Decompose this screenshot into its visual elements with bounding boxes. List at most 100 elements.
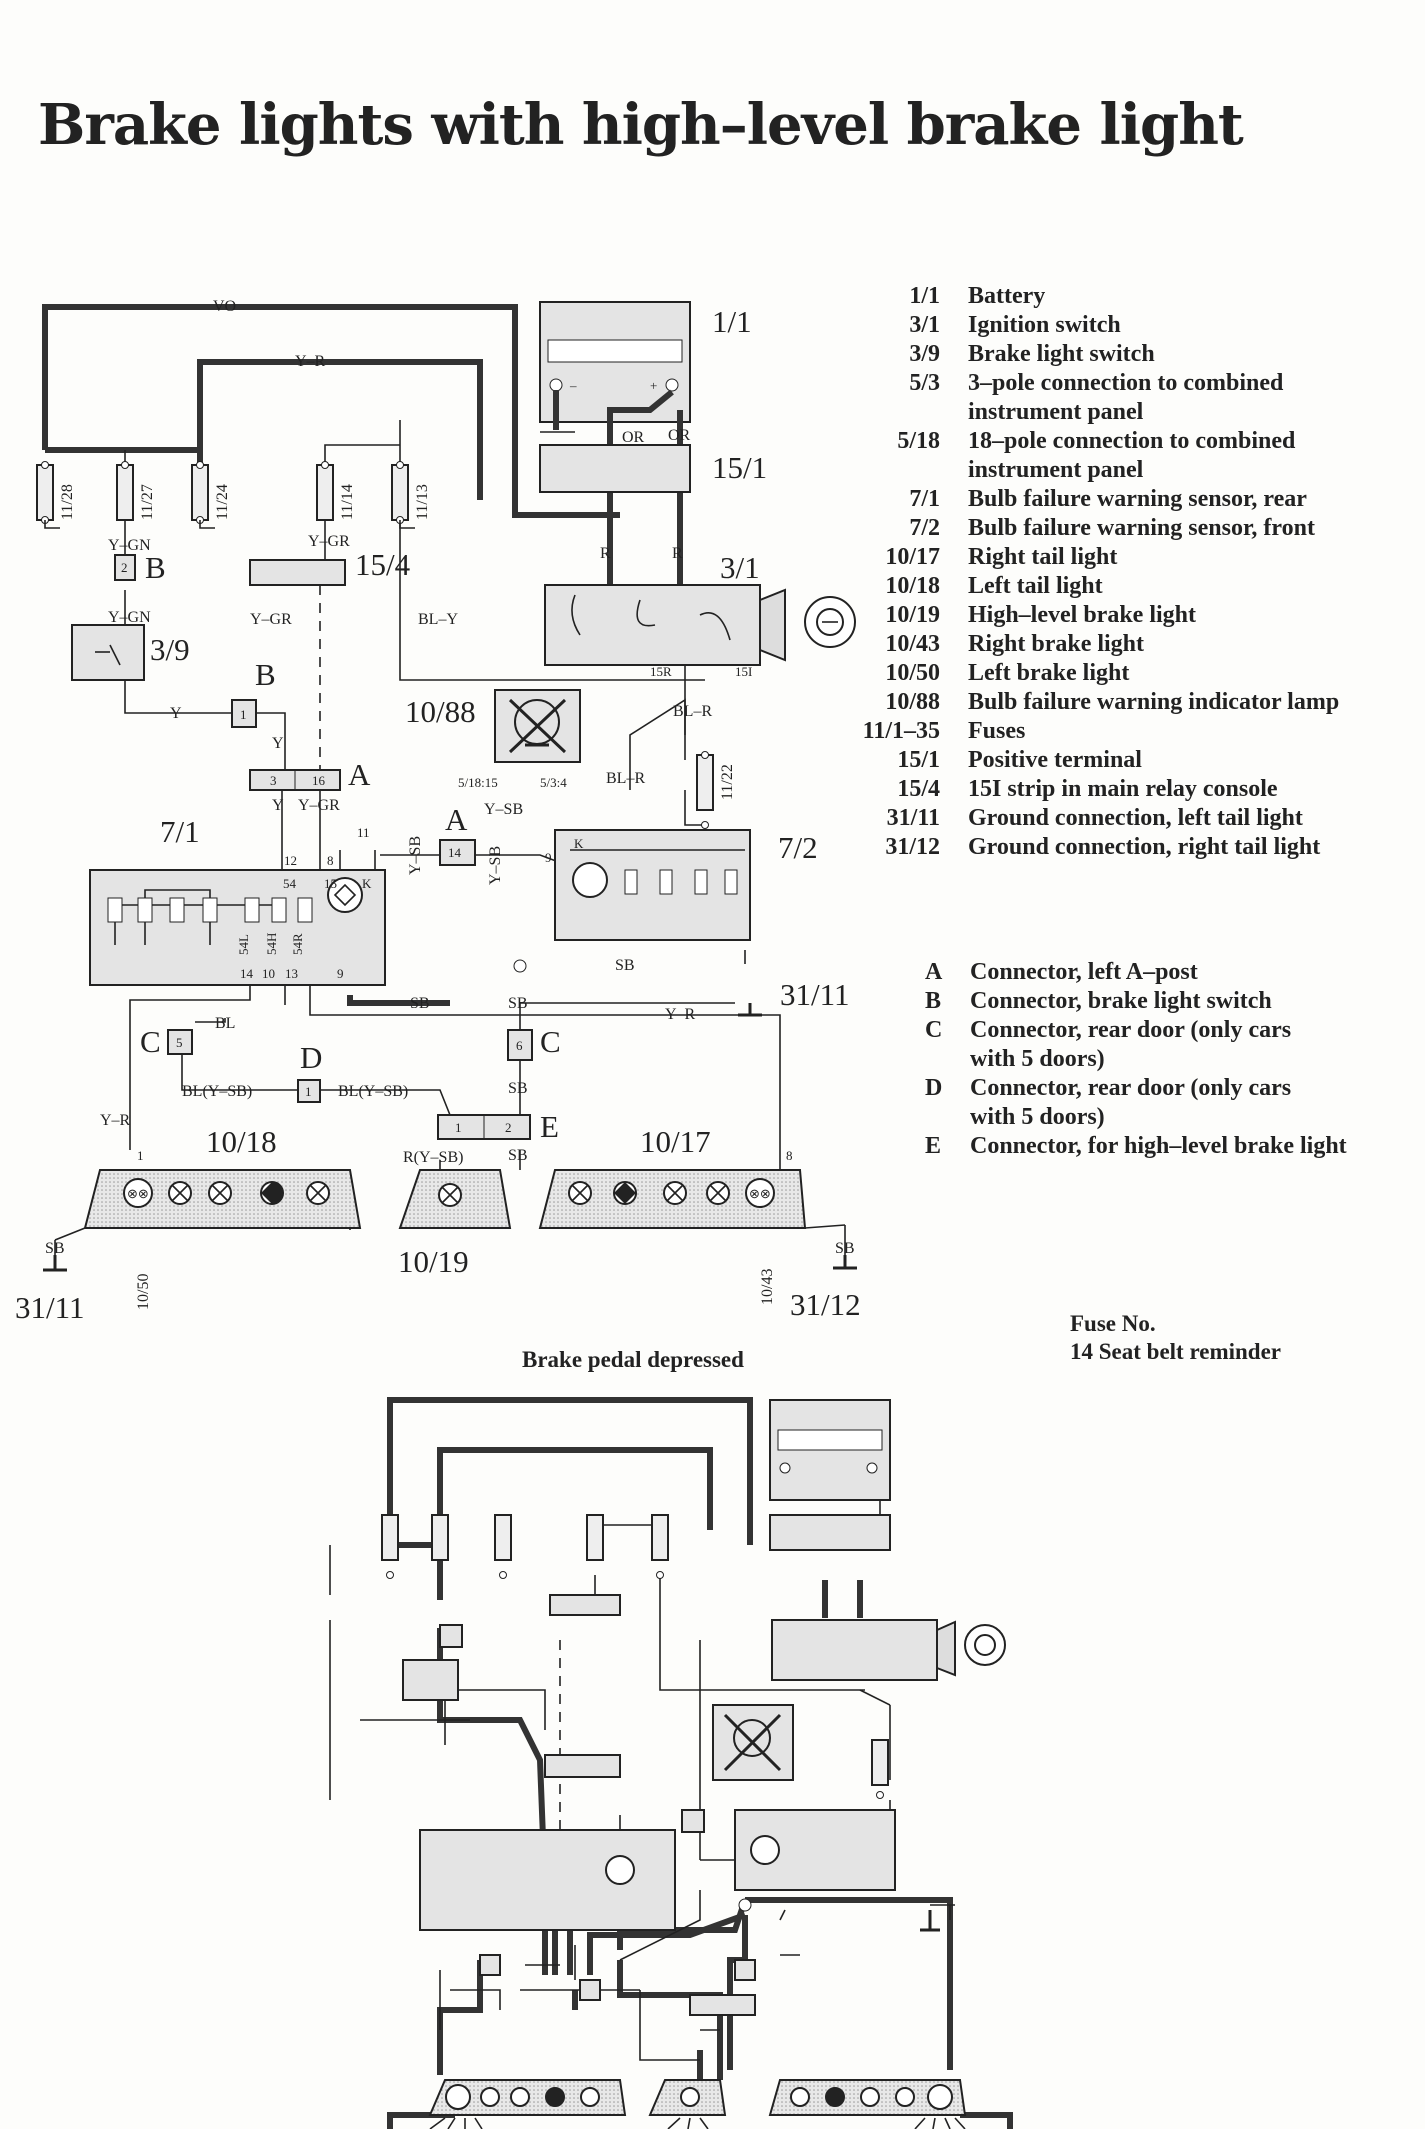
wire-sb-1: SB <box>410 995 430 1012</box>
connector-a-main: 3 16 A <box>249 757 371 792</box>
wire-y-gn-1: Y–GN <box>108 537 151 554</box>
component-code: 15/1 <box>897 747 940 773</box>
label-31-12: 31/12 <box>790 1287 861 1322</box>
connector-b-pin-1: 1 B <box>231 657 276 728</box>
ground-31-11-top: 31/11 <box>513 959 849 1017</box>
battery-plus: + <box>650 378 657 393</box>
label-a-2: A <box>445 802 468 837</box>
pin-8: 8 <box>327 853 334 868</box>
component-code: 1/1 <box>909 283 940 309</box>
wire-y-gr-3: Y–GR <box>298 797 340 814</box>
component-desc: 18–pole connection to combined <box>968 428 1296 454</box>
fuse-note-line-1: Fuse No. <box>1070 1311 1156 1336</box>
ignition-switch: 3/1 15R 15I <box>544 550 856 679</box>
ground-31-11-bottom: SB 31/11 10/50 <box>15 1227 152 1325</box>
connector-d: 1 D <box>297 1040 322 1103</box>
label-1-1: 1/1 <box>712 304 752 339</box>
fuse-11-28: 11/28 <box>36 461 76 529</box>
component-row: 10/19 High–level brake light <box>830 601 1410 630</box>
component-desc: Ignition switch <box>968 312 1121 338</box>
component-row: 15/1 Positive terminal <box>830 746 1410 775</box>
component-desc: Positive terminal <box>968 747 1142 773</box>
pin-54l: 54L <box>236 934 251 955</box>
relay-strip-15-4: 15/4 <box>249 547 411 586</box>
pin-a14: 14 <box>448 845 462 860</box>
wire-r-ysb: R(Y–SB) <box>403 1149 463 1166</box>
lower-diagram <box>329 1397 1013 2129</box>
label-7-1: 7/1 <box>160 814 200 849</box>
bulb-failure-sensor-rear: 7/1 12 8 11 54 15 K 54L 54H 54R 14 10 13… <box>89 814 386 986</box>
wire-bl: BL <box>215 1015 235 1032</box>
component-code: 10/19 <box>885 602 940 628</box>
warning-lamp: 10/88 5/18:15 5/3:4 <box>405 689 581 790</box>
component-desc: Left brake light <box>968 660 1130 686</box>
page-title: Brake lights with high–level brake light <box>38 92 1244 158</box>
component-code: 11/1–35 <box>862 718 940 744</box>
component-desc: Fuses <box>968 718 1026 744</box>
component-row: 5/18 18–pole connection to combined <box>830 427 1410 456</box>
component-code: 10/88 <box>885 689 940 715</box>
connector-desc: Connector, left A–post <box>970 959 1198 985</box>
component-code: 3/9 <box>909 341 940 367</box>
connector-a-14: 14 A <box>439 802 476 866</box>
lower-diagram-caption: Brake pedal depressed <box>522 1347 744 1372</box>
pin-54r: 54R <box>290 933 305 955</box>
pin-54: 54 <box>283 876 297 891</box>
component-row: 10/88 Bulb failure warning indicator lamp <box>830 688 1410 717</box>
component-desc-continued: instrument panel <box>968 399 1144 425</box>
component-code: 5/18 <box>897 428 940 454</box>
label-10-43: 10/43 <box>759 1269 776 1305</box>
wire-y-sb-3: Y–SB <box>487 846 504 885</box>
component-code: 10/18 <box>885 573 940 599</box>
component-desc: 3–pole connection to combined <box>968 370 1284 396</box>
pin-e1: 1 <box>455 1120 462 1135</box>
component-desc: Bulb failure warning indicator lamp <box>968 689 1340 715</box>
connector-c-left: 5 C <box>140 1024 193 1059</box>
wire-sb-3: SB <box>615 957 635 974</box>
pin-b1: 1 <box>240 707 247 722</box>
component-code: 31/11 <box>886 805 940 831</box>
wire-y-gr-1: Y–GR <box>308 533 350 550</box>
label-31-11-top: 31/11 <box>780 977 849 1012</box>
left-tail-light: ⊗⊗ 10/18 1 <box>83 1124 362 1229</box>
fuse-note: Fuse No. 14 Seat belt reminder <box>1070 1310 1281 1366</box>
wire-sb-7: SB <box>835 1240 855 1257</box>
fuse-note-line-2: 14 Seat belt reminder <box>1070 1339 1282 1364</box>
component-code: 15/4 <box>897 776 940 802</box>
pin-c6: 6 <box>516 1038 523 1053</box>
component-row: 3/1 Ignition switch <box>830 311 1410 340</box>
connector-desc: Connector, for high–level brake light <box>970 1133 1347 1159</box>
label-3-1: 3/1 <box>720 550 760 585</box>
label-10-19: 10/19 <box>398 1244 469 1279</box>
component-code: 7/1 <box>909 486 940 512</box>
component-code: 10/50 <box>885 660 940 686</box>
wire-y-2: Y <box>272 735 284 752</box>
wire-sb-2: SB <box>508 995 528 1012</box>
connector-e: 1 2 E <box>437 1109 559 1144</box>
connector-desc-continued: with 5 doors) <box>970 1046 1105 1072</box>
svg-text:⊗⊗: ⊗⊗ <box>127 1186 149 1201</box>
pin-15: 15 <box>324 876 337 891</box>
connector-desc: Connector, rear door (only cars <box>970 1017 1292 1043</box>
high-level-brake-light: 10/19 <box>398 1169 512 1279</box>
wire-sb-4: SB <box>508 1080 528 1097</box>
component-desc: High–level brake light <box>968 602 1196 628</box>
component-desc: Bulb failure warning sensor, front <box>968 515 1315 541</box>
component-code: 3/1 <box>909 312 940 338</box>
svg-text:⊗⊗: ⊗⊗ <box>749 1186 771 1201</box>
pin-d1: 1 <box>305 1084 312 1099</box>
label-15-4: 15/4 <box>355 547 411 582</box>
